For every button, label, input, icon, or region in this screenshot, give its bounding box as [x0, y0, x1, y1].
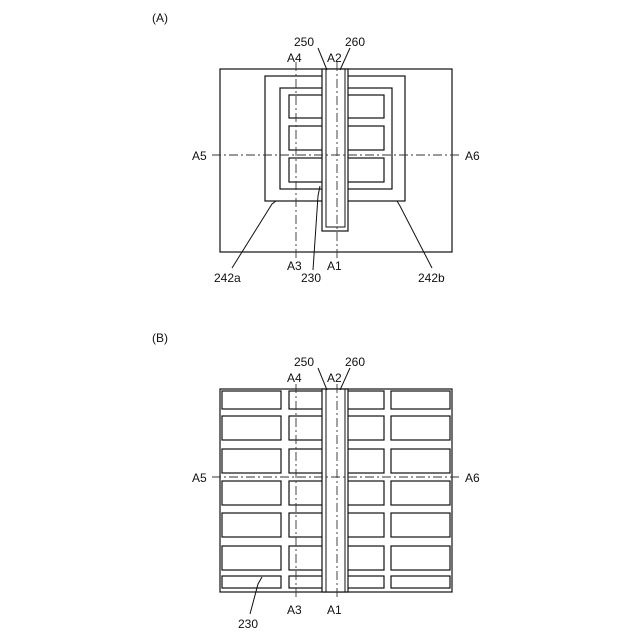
figure-a-label-242a: 242a: [214, 271, 241, 285]
figure-b-opening-230-r3-c3: [391, 449, 450, 473]
figure-b-opening-230-r6-c1: [222, 546, 281, 570]
figure-a-label-a4: A4: [287, 51, 302, 65]
figure-b-label-a5: A5: [192, 471, 207, 485]
figure-b-label-a3: A3: [287, 603, 302, 617]
figure-b-opening-230-r6-c3: [391, 546, 450, 570]
figure-b-opening-230-r1-c3: [391, 391, 450, 409]
figure-b-opening-230-r7-c3: [391, 576, 450, 588]
figure-b-opening-230-r2-c3: [391, 416, 450, 440]
figure-b-label-a4: A4: [287, 371, 302, 385]
figure-a-label-a2: A2: [327, 51, 342, 65]
figure-a-label-250: 250: [294, 35, 314, 49]
figure-a-label-242b: 242b: [418, 271, 445, 285]
figure-a-leader-242a: [232, 201, 276, 268]
figure-a-label-a3: A3: [287, 259, 302, 273]
figure-b-opening-230-r5-c1: [222, 513, 281, 537]
figure-b-label-230: 230: [238, 617, 258, 631]
figure-a-leader-250: [318, 48, 327, 70]
figure-a-label-230: 230: [301, 271, 321, 285]
figure-b-label-a6: A6: [465, 471, 480, 485]
figure-b-opening-230-r2-c1: [222, 416, 281, 440]
figure-b-label-260: 260: [345, 355, 365, 369]
figure-b-panel-label: (B): [152, 331, 168, 345]
figure-b-opening-230-r3-c1: [222, 449, 281, 473]
figure-b: (B) 250 260 A4 A2 A5 A6 A3 A1 230: [152, 331, 480, 631]
figure-a-label-a6: A6: [465, 149, 480, 163]
figure-a-label-a1: A1: [327, 259, 342, 273]
figure-a-leader-242b: [397, 201, 432, 268]
figure-a-label-260: 260: [345, 35, 365, 49]
figure-b-opening-230-r5-c3: [391, 513, 450, 537]
figure-b-leader-230: [250, 577, 262, 614]
figure-b-opening-230-r4-c3: [391, 481, 450, 505]
figure-b-leader-250: [318, 368, 327, 390]
figure-b-opening-230-r1-c1: [222, 391, 281, 409]
figure-b-label-a1: A1: [327, 603, 342, 617]
figure-a-panel-label: (A): [152, 11, 168, 25]
figure-b-label-250: 250: [294, 355, 314, 369]
figure-b-opening-230-r7-c1: [222, 576, 281, 588]
figure-a-leader-230: [313, 186, 320, 270]
figure-a: (A) 250 260 A4 A2 A5 A6 A3 A1 230 242a 2…: [152, 11, 480, 285]
figure-a-label-a5: A5: [192, 149, 207, 163]
figure-b-label-a2: A2: [327, 371, 342, 385]
figure-b-opening-230-r4-c1: [222, 481, 281, 505]
